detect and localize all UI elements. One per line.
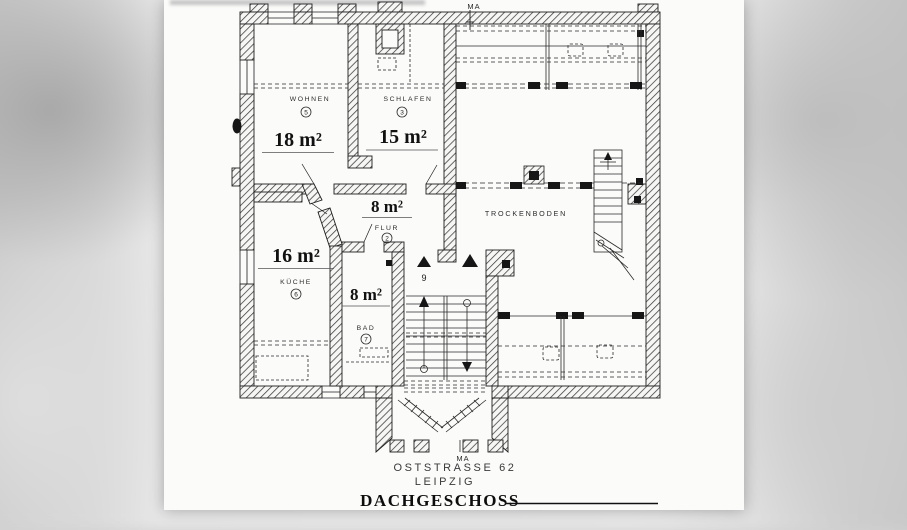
floor-plan-drawing: 9 <box>231 1 661 510</box>
stair-up-arrow <box>419 296 429 307</box>
room-schlafen-number-circle <box>396 106 408 118</box>
apartment-number: 9 <box>421 273 426 283</box>
room-schlafen-name: SCHLAFEN <box>383 96 432 103</box>
room-flur-name: FLUR <box>375 225 399 232</box>
room-bad-number: 7 <box>364 337 368 344</box>
room-kueche-area: 16 m² <box>272 245 320 267</box>
entry-arrow-left <box>417 256 431 267</box>
entry-arrow-right <box>462 254 478 267</box>
scan-smudge <box>170 0 425 5</box>
room-bad-number-circle <box>360 333 372 345</box>
roof-lines <box>254 24 646 381</box>
room-wohnen-area: 18 m² <box>274 129 322 151</box>
marker-ma-bottom: MA <box>456 454 469 463</box>
room-wohnen-number-circle <box>300 106 312 118</box>
address-city: LEIPZIG <box>415 476 475 488</box>
room-wohnen-number: 5 <box>304 110 308 117</box>
room-schlafen-number: 3 <box>400 110 404 117</box>
entrance-porch <box>375 385 509 453</box>
attic-stair-arrow <box>604 152 612 160</box>
attic-stair <box>593 149 635 281</box>
room-kueche-name: KÜCHE <box>280 278 312 286</box>
room-bad-area: 8 m² <box>350 285 382 304</box>
address-street: OSTSTRASSE 62 <box>393 462 516 474</box>
marker-ma-top: MA <box>467 2 480 11</box>
room-flur-area: 8 m² <box>371 197 403 216</box>
room-trockenboden-name: TROCKENBODEN <box>485 209 567 218</box>
room-flur-number: 2 <box>385 236 389 243</box>
survey-ticks <box>466 10 474 30</box>
room-wohnen-name: WOHNEN <box>290 96 331 103</box>
room-schlafen-area: 15 m² <box>379 126 427 148</box>
room-kueche-number: 6 <box>294 292 298 299</box>
plan-title: DACHGESCHOSS <box>360 491 520 510</box>
room-bad-name: BAD <box>357 325 376 332</box>
exterior-walls <box>231 1 661 399</box>
room-kueche-number-circle <box>290 288 302 300</box>
main-staircase <box>404 254 488 386</box>
room-labels: WOHNEN 5 18 m² SCHLAFEN 3 15 m² 8 m² FLU… <box>258 96 567 345</box>
interior-walls <box>253 23 515 387</box>
room-flur-number-circle <box>381 232 393 244</box>
stair-down-arrow <box>462 362 472 372</box>
